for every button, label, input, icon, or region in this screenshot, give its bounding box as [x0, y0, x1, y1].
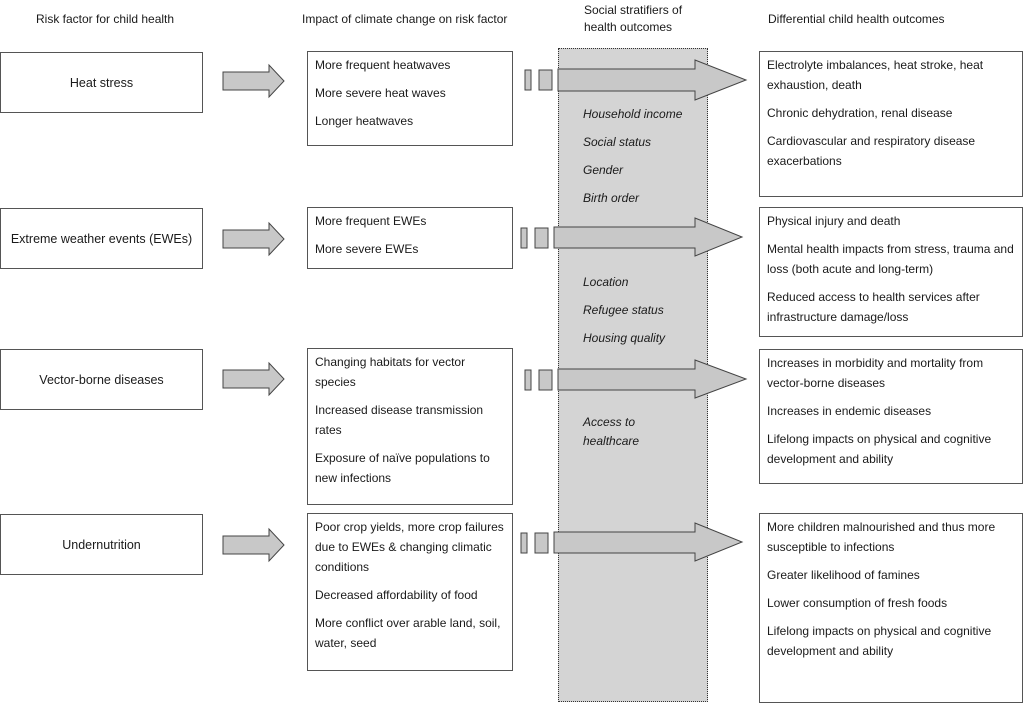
header-impact: Impact of climate change on risk factor — [302, 12, 508, 26]
stratifier-housing-quality: Housing quality — [583, 331, 666, 345]
outcome-item: Electrolyte imbalances, heat stroke, hea… — [767, 58, 984, 92]
stratifier-social-status: Social status — [583, 135, 652, 149]
stratifier-household-income: Household income — [583, 107, 683, 121]
stratifier-access-to-healthcare: Access to healthcare — [583, 415, 640, 448]
outcome-item: Cardiovascular and respiratory disease e… — [767, 134, 976, 168]
arrow-to-outcomes — [553, 522, 744, 562]
impact-box-vector-borne: Changing habitats for vector species Inc… — [307, 348, 513, 505]
impact-item: More severe heat waves — [315, 86, 446, 100]
stratifier-refugee-status: Refugee status — [583, 303, 664, 317]
outcome-item: Lifelong impacts on physical and cogniti… — [767, 624, 992, 658]
impact-item: Increased disease transmission rates — [315, 403, 484, 437]
risk-label: Extreme weather events (EWEs) — [10, 231, 193, 246]
arrow-to-outcomes — [557, 359, 748, 399]
impact-item: More frequent heatwaves — [315, 58, 451, 72]
outcomes-box-extreme-weather: Physical injury and death Mental health … — [759, 207, 1023, 337]
impact-item: More frequent EWEs — [315, 214, 427, 228]
header-risk-factor: Risk factor for child health — [36, 12, 175, 26]
outcome-item: Lifelong impacts on physical and cogniti… — [767, 432, 992, 466]
impact-item: Poor crop yields, more crop failures due… — [315, 520, 504, 574]
risk-undernutrition: Undernutrition — [0, 514, 203, 575]
risk-label: Heat stress — [69, 75, 134, 90]
outcome-item: Greater likelihood of famines — [767, 568, 920, 582]
impact-item: Longer heatwaves — [315, 114, 414, 128]
dash-block-small — [520, 227, 528, 249]
impact-item: Exposure of naïve populations to new inf… — [315, 451, 490, 485]
outcome-item: Chronic dehydration, renal disease — [767, 106, 953, 120]
risk-vector-borne-diseases: Vector-borne diseases — [0, 349, 203, 410]
outcome-item: More children malnourished and thus more… — [767, 520, 996, 554]
outcomes-box-vector-borne: Increases in morbidity and mortality fro… — [759, 349, 1023, 484]
risk-heat-stress: Heat stress — [0, 52, 203, 113]
risk-label: Vector-borne diseases — [39, 372, 164, 387]
stratifier-birth-order: Birth order — [583, 191, 640, 205]
dash-block — [534, 532, 549, 554]
impact-box-undernutrition: Poor crop yields, more crop failures due… — [307, 513, 513, 671]
stratifier-location: Location — [583, 275, 629, 289]
arrow-risk-to-impact — [222, 527, 285, 563]
dash-block — [534, 227, 549, 249]
header-social-stratifiers: Social stratifiers of health outcomes — [584, 3, 683, 34]
header-outcomes: Differential child health outcomes — [768, 12, 945, 26]
impact-item: More conflict over arable land, soil, wa… — [315, 616, 501, 650]
outcome-item: Lower consumption of fresh foods — [767, 596, 948, 610]
arrow-to-outcomes — [557, 59, 748, 101]
outcome-item: Increases in morbidity and mortality fro… — [767, 356, 984, 390]
risk-extreme-weather-events: Extreme weather events (EWEs) — [0, 208, 203, 269]
arrow-risk-to-impact — [222, 361, 285, 397]
stratifier-gender: Gender — [583, 163, 624, 177]
impact-item: More severe EWEs — [315, 242, 419, 256]
dash-block-small — [524, 69, 532, 91]
outcomes-box-undernutrition: More children malnourished and thus more… — [759, 513, 1023, 703]
arrow-to-outcomes — [553, 217, 744, 257]
dash-block — [538, 369, 553, 391]
outcome-item: Mental health impacts from stress, traum… — [767, 242, 1014, 276]
dash-block — [538, 69, 553, 91]
impact-box-extreme-weather: More frequent EWEs More severe EWEs — [307, 207, 513, 269]
dash-block-small — [520, 532, 528, 554]
outcomes-box-heat-stress: Electrolyte imbalances, heat stroke, hea… — [759, 51, 1023, 197]
impact-item: Decreased affordability of food — [315, 588, 478, 602]
impact-item: Changing habitats for vector species — [315, 355, 466, 389]
dash-block-small — [524, 369, 532, 391]
arrow-risk-to-impact — [222, 221, 285, 257]
risk-label: Undernutrition — [62, 537, 141, 552]
outcome-item: Physical injury and death — [767, 214, 901, 228]
impact-box-heat-stress: More frequent heatwaves More severe heat… — [307, 51, 513, 146]
outcome-item: Increases in endemic diseases — [767, 404, 932, 418]
outcome-item: Reduced access to health services after … — [767, 290, 980, 324]
arrow-risk-to-impact — [222, 63, 285, 99]
